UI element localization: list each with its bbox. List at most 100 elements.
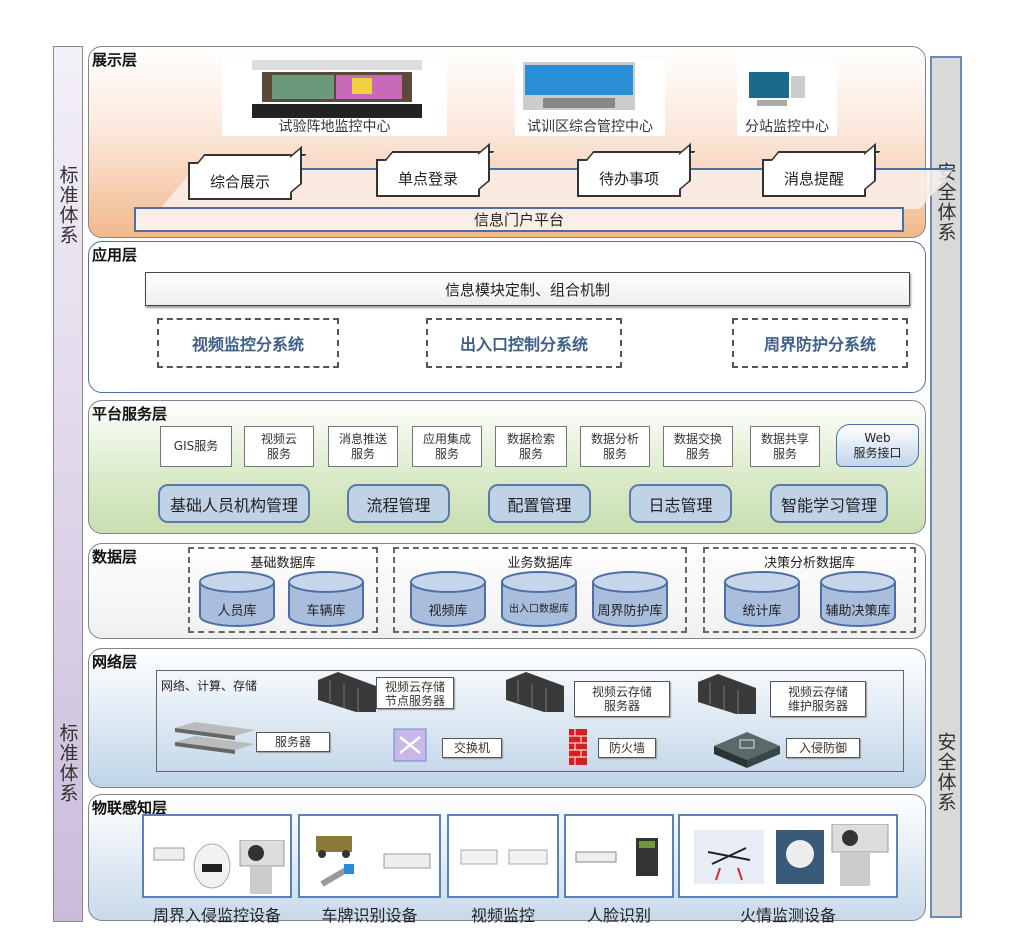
module-box: 消息提醒 — [762, 159, 866, 197]
data-layer-title: 数据层 — [92, 548, 138, 566]
security-system-label-bottom: 安全体系 — [934, 732, 957, 812]
database-cylinder: 周界防护库 — [591, 570, 669, 628]
device-caption: 周界入侵监控设备 — [152, 906, 281, 925]
control-room-icon — [252, 60, 422, 118]
database-label: 车辆库 — [306, 604, 346, 619]
network-item-text: 服务器 — [274, 735, 311, 749]
firewall-icon — [569, 729, 587, 765]
service-label: 数据共享 服务 — [760, 431, 809, 461]
fire-monitor-icon — [694, 824, 889, 886]
module-box: 待办事项 — [577, 159, 681, 197]
network-box: 网络、计算、存储 — [156, 670, 904, 772]
database-cylinder: 辅助决策库 — [819, 570, 897, 628]
center-label: 试验阵地监控中心 — [278, 119, 391, 135]
computer-icon — [749, 72, 805, 106]
center-label: 分站监控中心 — [745, 119, 829, 135]
service-box: 视频云 服务 — [244, 426, 314, 467]
service-label: 数据分析 服务 — [590, 431, 639, 461]
subsystem-box: 周界防护分系统 — [732, 318, 908, 368]
device-panel — [447, 814, 559, 898]
center-substation: 分站监控中心 — [737, 62, 837, 136]
database-cylinder: 统计库 — [723, 570, 801, 628]
standard-system-label-bottom: 标准体系 — [56, 723, 79, 803]
service-box: 消息推送 服务 — [328, 426, 398, 467]
camera-icon — [153, 840, 285, 894]
video-wall-icon — [523, 62, 635, 110]
standard-system-bar: 标准体系 标准体系 — [53, 46, 83, 922]
service-label: GIS服务 — [173, 439, 219, 453]
network-caption: 网络、计算、存储 — [161, 679, 258, 693]
application-layer: 应用层 — [88, 241, 926, 393]
subsystem-box: 视频监控分系统 — [157, 318, 339, 368]
db-group: 业务数据库 — [393, 547, 687, 633]
service-label: 视频云 服务 — [260, 431, 297, 461]
database-label: 统计库 — [742, 604, 782, 619]
database-icon — [724, 571, 800, 627]
network-item-text: 交换机 — [453, 741, 490, 755]
service-box: GIS服务 — [160, 426, 232, 467]
module-label: 单点登录 — [397, 169, 458, 188]
service-label: 应用集成 服务 — [422, 431, 471, 461]
database-icon — [199, 571, 275, 627]
management-label: 日志管理 — [648, 495, 713, 515]
module-box: 综合展示 — [188, 162, 292, 200]
subsystem-label: 视频监控分系统 — [191, 335, 304, 354]
database-label: 出入口数据库 — [509, 604, 569, 615]
database-cylinder: 车辆库 — [287, 570, 365, 628]
management-label: 配置管理 — [507, 495, 572, 515]
presentation-layer-title: 展示层 — [92, 51, 138, 69]
module-box: 单点登录 — [376, 159, 480, 197]
database-label: 视频库 — [428, 604, 468, 619]
device-caption: 人脸识别 — [586, 906, 651, 925]
network-layer-title: 网络层 — [92, 653, 138, 671]
standard-system-label-top: 标准体系 — [56, 165, 79, 245]
management-box: 日志管理 — [629, 484, 732, 523]
service-box: 数据分析 服务 — [580, 426, 650, 467]
module-label: 待办事项 — [598, 169, 659, 188]
management-box: 基础人员机构管理 — [158, 484, 310, 523]
db-group-title: 业务数据库 — [507, 556, 573, 571]
device-panel — [142, 814, 292, 898]
center-training-area: 试训区综合管控中心 — [515, 60, 665, 136]
portal-label: 信息门户平台 — [473, 211, 564, 229]
db-group: 基础数据库 — [188, 547, 378, 633]
device-caption: 车牌识别设备 — [321, 906, 418, 925]
subsystem-box: 出入口控制分系统 — [426, 318, 622, 368]
device-caption: 视频监控 — [470, 906, 535, 925]
service-box: 数据交换 服务 — [663, 426, 733, 467]
database-label: 辅助决策库 — [825, 604, 891, 619]
storage-rack-icon — [506, 672, 564, 712]
database-cylinder: 人员库 — [198, 570, 276, 628]
database-icon — [501, 571, 577, 627]
subsystem-label: 周界防护分系统 — [763, 335, 876, 354]
network-item-label: 视频云存储 服务器 — [574, 681, 670, 717]
network-item-text: 入侵防御 — [798, 741, 847, 755]
device-panel — [678, 814, 898, 898]
database-label: 周界防护库 — [597, 604, 663, 619]
db-group: 决策分析数据库 — [703, 547, 916, 633]
management-box: 流程管理 — [347, 484, 450, 523]
module-mechanism-bar: 信息模块定制、组合机制 — [145, 272, 910, 306]
web-service-interface: Web 服务接口 — [836, 424, 919, 467]
database-icon — [592, 571, 668, 627]
service-label: 数据交换 服务 — [673, 431, 722, 461]
database-label: 人员库 — [217, 604, 257, 619]
management-label: 基础人员机构管理 — [169, 495, 298, 515]
mechanism-label: 信息模块定制、组合机制 — [444, 280, 610, 299]
management-box: 配置管理 — [488, 484, 591, 523]
database-icon — [410, 571, 486, 627]
device-caption: 火情监测设备 — [739, 906, 836, 925]
network-layer: 网络层 — [88, 648, 926, 788]
intrusion-prevention-icon — [714, 732, 780, 768]
info-portal-platform: 信息门户平台 — [134, 207, 904, 232]
device-panel — [298, 814, 441, 898]
network-item-text: 视频云存储 服务器 — [591, 685, 652, 713]
network-item-label: 视频云存储 维护服务器 — [770, 681, 866, 717]
center-label: 试训区综合管控中心 — [527, 119, 653, 135]
server-icon — [175, 722, 255, 754]
center-test-site: 试验阵地监控中心 — [222, 58, 447, 136]
web-interface-label: Web 服务接口 — [853, 430, 902, 460]
db-group-title: 基础数据库 — [250, 556, 316, 571]
database-icon — [820, 571, 896, 627]
device-panel — [564, 814, 674, 898]
